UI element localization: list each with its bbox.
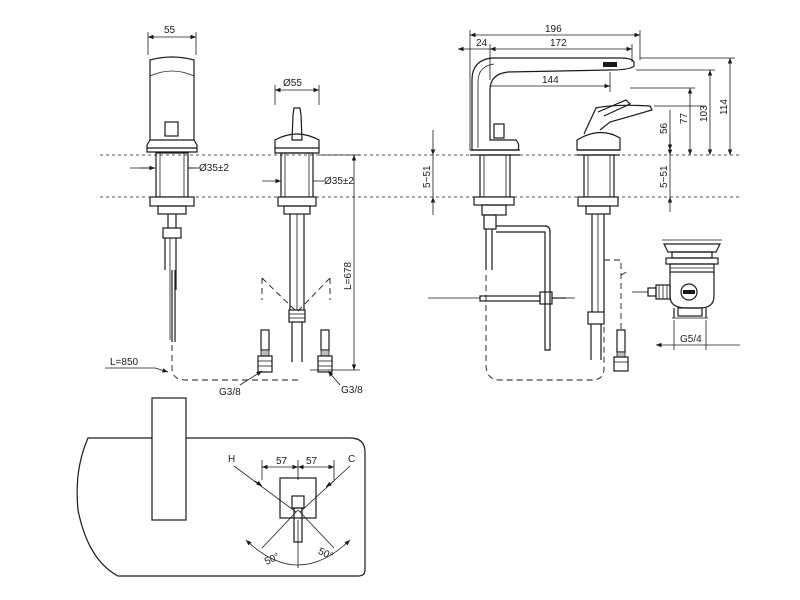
dim-angle-right: 50° xyxy=(316,546,334,562)
dim-height-103: 103 xyxy=(699,105,710,122)
front-view-handle-valve: Ø55 Ø35±2 L=678 xyxy=(219,78,363,398)
dim-body-width: 55 xyxy=(164,25,176,36)
supply-hose-hot xyxy=(257,329,273,373)
dim-height-56: 56 xyxy=(659,122,670,134)
dim-spacing-left: 57 xyxy=(276,456,288,467)
label-cold: C xyxy=(348,454,355,465)
dim-handle-diameter: Ø55 xyxy=(283,78,302,89)
dim-hole-left: Ø35±2 xyxy=(199,163,229,174)
side-view: 196 24 172 144 xyxy=(422,24,735,381)
front-view-spout: 55 Ø35±2 L=850 xyxy=(105,25,300,381)
spout-plan xyxy=(151,397,187,521)
dim-hole-right: Ø35±2 xyxy=(324,176,354,187)
dim-offset: 24 xyxy=(476,38,488,49)
plan-view: 57 57 H C 50° 50° xyxy=(76,397,366,577)
supply-hose-cold xyxy=(317,329,333,373)
dim-connector-left: G3/8 xyxy=(219,387,241,398)
dim-mid-range-left: 5~51 xyxy=(422,165,433,188)
dim-spacing-right: 57 xyxy=(306,456,318,467)
dim-handle-reach: 144 xyxy=(542,75,559,86)
dim-hose-length-spout: L=850 xyxy=(110,357,139,368)
dim-mid-range-right: 5~51 xyxy=(659,165,670,188)
dim-overall-length: 196 xyxy=(545,24,562,35)
label-hot: H xyxy=(228,454,235,465)
popup-waste-assembly: G5/4 xyxy=(632,239,740,350)
dim-angle-left: 50° xyxy=(263,551,281,567)
dim-spout-reach: 172 xyxy=(550,38,567,49)
dim-waste-thread: G5/4 xyxy=(680,334,702,345)
dim-connector-right: G3/8 xyxy=(341,385,363,396)
dim-height-77: 77 xyxy=(679,112,690,124)
dim-hose-length-handle: L=678 xyxy=(343,261,354,290)
dim-height-114: 114 xyxy=(719,99,730,115)
